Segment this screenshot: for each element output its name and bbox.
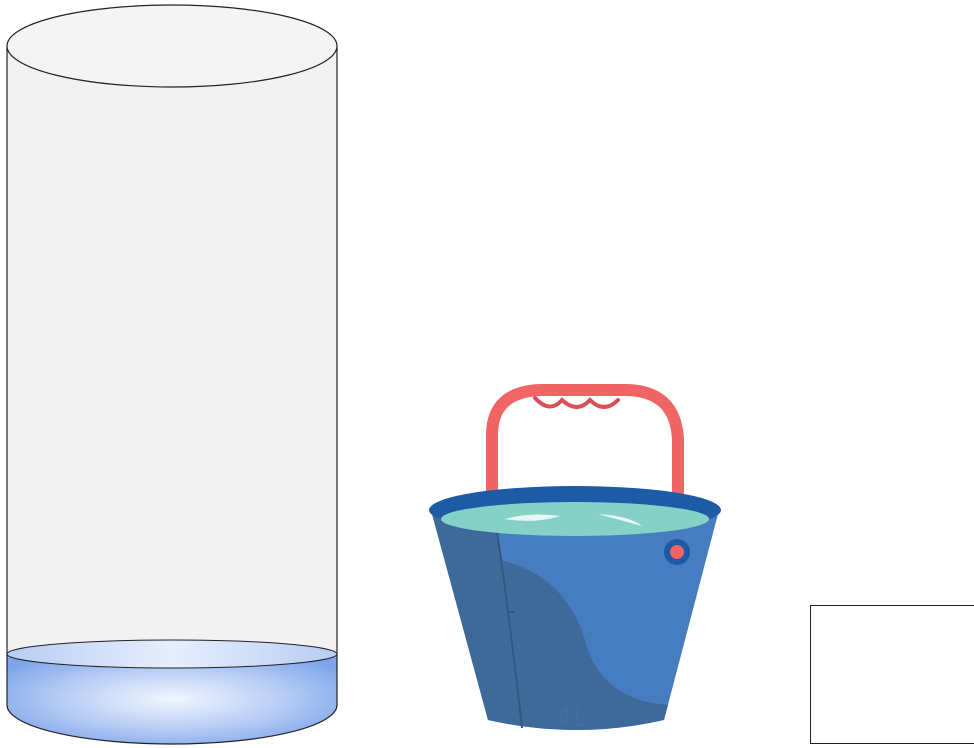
bucket-handle-joint-inner xyxy=(670,545,684,559)
answer-box[interactable] xyxy=(810,605,974,744)
bucket: 4L xyxy=(429,390,721,733)
cylinder-water xyxy=(7,640,337,744)
measuring-cylinder xyxy=(7,5,337,744)
bucket-water xyxy=(441,502,709,536)
cylinder-body xyxy=(7,46,337,705)
cylinder-top-opening xyxy=(7,5,337,87)
bucket-capacity-label: 4L xyxy=(556,702,588,733)
cylinder-water-surface xyxy=(7,640,337,668)
bucket-handle-grip xyxy=(535,398,618,407)
